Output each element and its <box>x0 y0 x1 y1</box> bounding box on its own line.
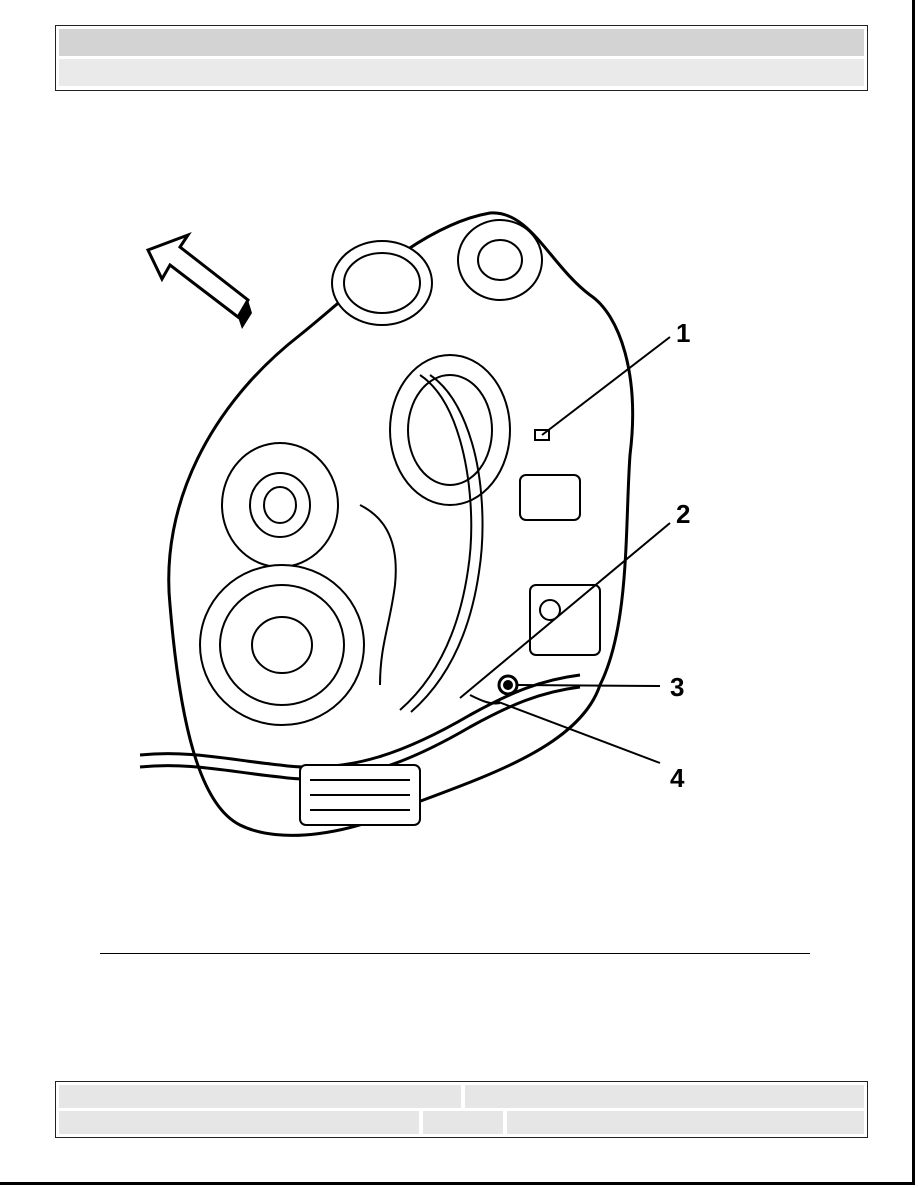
callout-lines <box>459 336 671 764</box>
footer-cell-bottom-left <box>59 1111 419 1134</box>
footer-cell-top-right <box>465 1085 864 1108</box>
callout-2: 2 <box>676 499 690 529</box>
engine-illustration: 1 2 3 4 <box>130 205 710 845</box>
callout-1: 1 <box>676 318 690 348</box>
direction-arrow-icon <box>145 231 252 329</box>
page-header <box>55 25 868 91</box>
callout-3: 3 <box>670 672 684 702</box>
footer-cell-bottom-right <box>507 1111 864 1134</box>
page-footer <box>55 1081 868 1138</box>
header-title-bar <box>59 29 864 56</box>
header-subtitle-bar <box>59 59 864 86</box>
divider-rule <box>100 953 810 954</box>
footer-cell-top-left <box>59 1085 461 1108</box>
callout-4: 4 <box>670 763 685 793</box>
engine-drawing <box>139 211 635 837</box>
footer-cell-bottom-middle <box>423 1111 503 1134</box>
